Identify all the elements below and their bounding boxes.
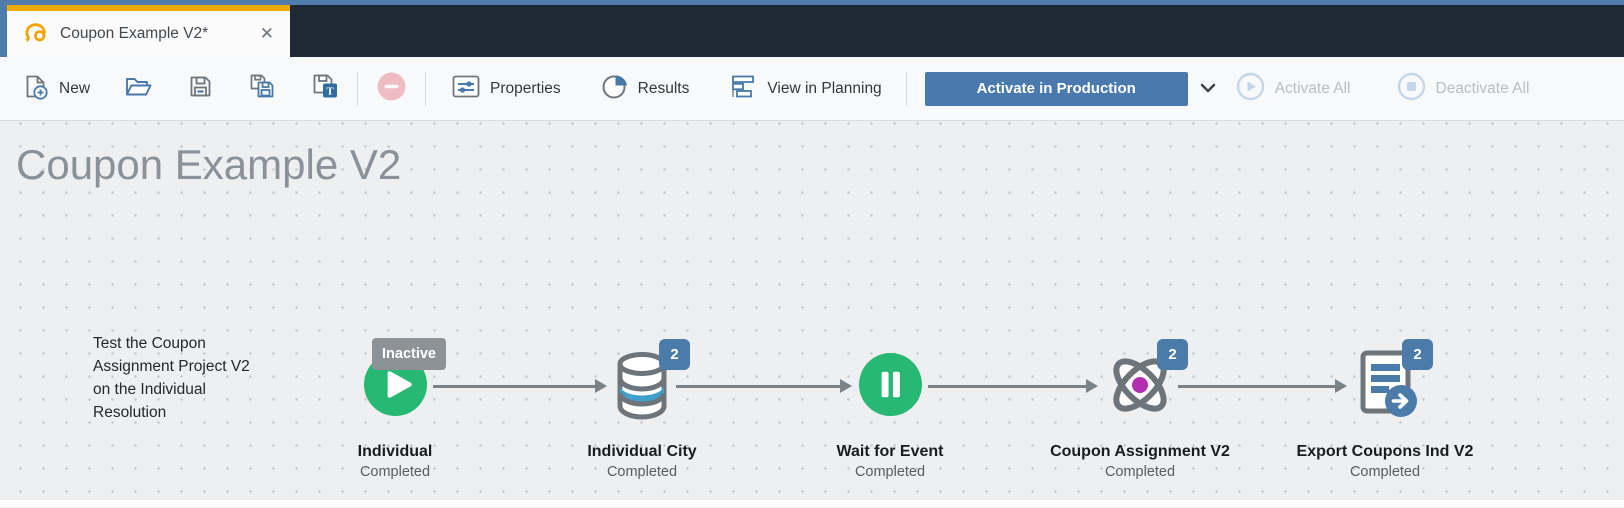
deactivate-all-stop-icon [1397,72,1426,106]
save-button[interactable] [187,73,214,105]
deactivate-all-button-disabled[interactable]: Deactivate All [1397,72,1530,106]
note-line: Assignment Project V2 [93,358,250,375]
save-as-template-button[interactable]: T [310,72,339,105]
toolbar-divider [905,71,907,106]
tab-title: Coupon Example V2* [60,25,209,42]
node-label: Individual [357,443,433,460]
note-line: on the Individual [93,381,206,398]
left-accent-strip [0,0,7,57]
ci360-app-icon [21,18,49,51]
new-button[interactable]: New [22,73,90,105]
delete-button-disabled[interactable] [376,71,407,107]
database-icon [611,349,673,426]
count-badge: 2 [659,339,690,370]
view-in-planning-button-label: View in Planning [767,79,882,97]
svg-text:T: T [326,86,334,98]
open-button[interactable] [124,74,153,104]
connector-arrow [676,379,852,393]
node-status: Completed [854,464,926,480]
node-status: Completed [1104,464,1176,480]
results-button-label: Results [637,79,690,97]
properties-icon [452,75,480,103]
node-status: Completed [359,464,431,480]
toolbar-divider [425,71,427,106]
view-in-planning-button[interactable]: View in Planning [729,74,882,104]
new-button-label: New [59,79,91,97]
properties-button[interactable]: Properties [452,75,561,103]
activate-all-button-disabled[interactable]: Activate All [1236,72,1351,106]
count-badge: 2 [1402,339,1433,370]
node-coupon-assignment-v2[interactable]: 2 Coupon Assignment V2 Completed [1035,339,1245,480]
count-badge: 2 [1157,339,1188,370]
activate-all-play-icon [1236,72,1265,106]
toolbar: New [0,57,1624,121]
view-in-planning-icon [729,74,757,104]
save-as-button[interactable] [248,72,276,105]
connector-arrow [1178,379,1347,393]
top-accent-strip [0,0,1624,5]
new-document-icon [22,73,49,105]
node-label: Export Coupons Ind V2 [1296,443,1474,460]
node-individual-city[interactable]: 2 Individual City Completed [537,339,747,480]
connector-arrow [928,379,1098,393]
delete-minus-icon [376,71,407,107]
node-individual[interactable]: Inactive Individual Completed [290,338,500,480]
toolbar-divider [357,71,359,106]
pause-circle-icon [858,352,923,422]
note-line: Test the Coupon [93,335,206,352]
node-status: Completed [1349,464,1421,480]
activate-dropdown-chevron-icon[interactable] [1200,80,1216,98]
tab-close-icon[interactable]: ✕ [259,24,274,43]
tab-bar: Coupon Example V2* ✕ [0,0,1624,57]
canvas-bottom-strip [0,500,1624,507]
node-label: Individual City [587,443,697,460]
canvas-note[interactable]: Test the Coupon Assignment Project V2 on… [93,332,250,424]
save-icon [187,73,214,105]
page-title: Coupon Example V2 [16,141,402,188]
node-label: Wait for Event [836,443,944,460]
connector-arrow [433,379,607,393]
note-line: Resolution [93,404,167,421]
node-status: Completed [606,464,678,480]
tab-coupon-example-v2[interactable]: Coupon Example V2* ✕ [7,5,290,57]
activate-in-production-button[interactable]: Activate in Production [924,71,1188,106]
document-export-icon [1350,350,1420,425]
open-folder-icon [124,74,153,104]
inactive-status-badge: Inactive [372,338,446,370]
properties-button-label: Properties [490,79,561,97]
results-pie-icon [601,73,628,105]
save-as-icon [248,72,276,105]
save-as-template-icon: T [310,72,339,105]
results-button[interactable]: Results [601,73,690,105]
activate-all-label: Activate All [1274,79,1351,97]
deactivate-all-label: Deactivate All [1435,79,1530,97]
node-label: Coupon Assignment V2 [1050,443,1230,460]
node-wait-for-event[interactable]: Wait for Event Completed [785,352,995,480]
workflow-canvas[interactable]: Coupon Example V2 Test the Coupon Assign… [0,121,1624,507]
node-export-coupons-ind-v2[interactable]: 2 Export Coupons Ind V2 Completed [1280,339,1490,480]
